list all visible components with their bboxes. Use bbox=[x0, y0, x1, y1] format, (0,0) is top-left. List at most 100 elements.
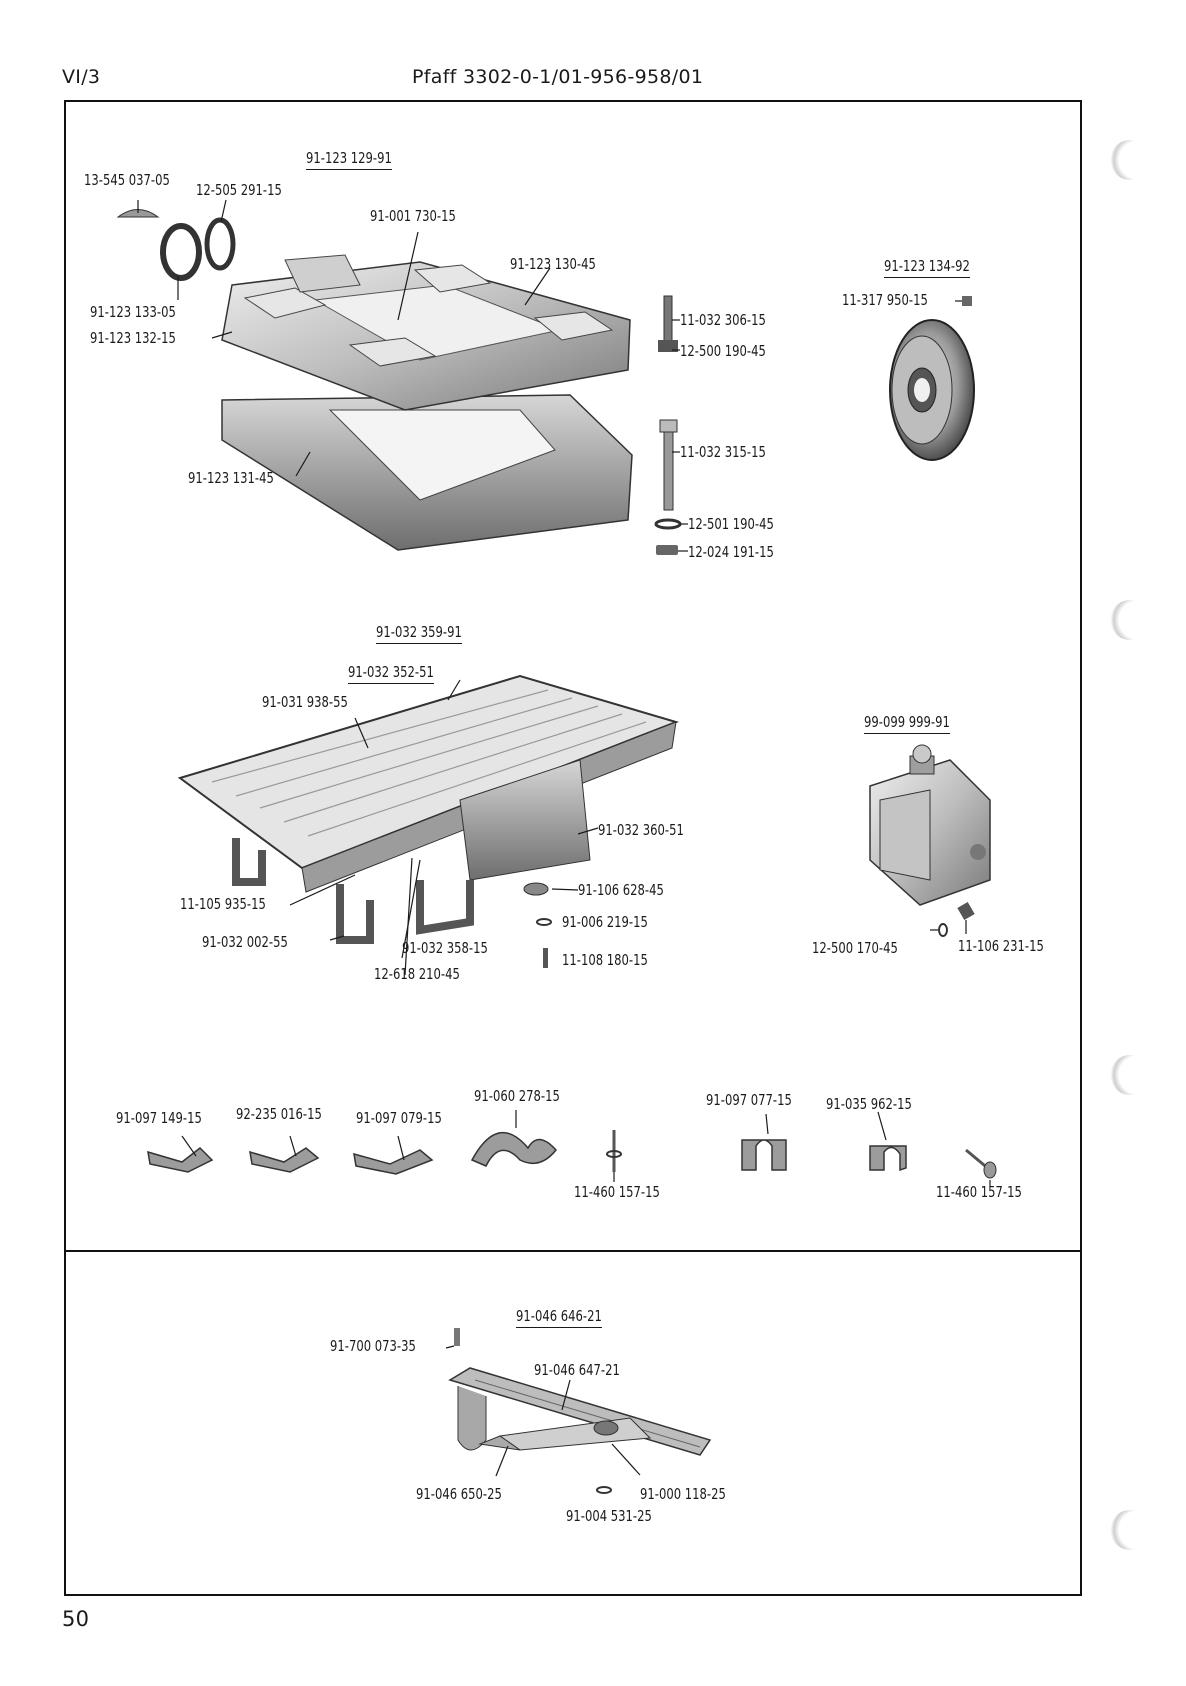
part-label: 11-460 157-15 bbox=[574, 1183, 660, 1201]
clip-part bbox=[249, 1147, 320, 1173]
guide-slider bbox=[498, 1417, 652, 1451]
sub-assembly-number-table: 91-032 352-51 bbox=[348, 664, 434, 684]
set-screw-part bbox=[962, 296, 972, 306]
wood-screw-head bbox=[983, 1161, 997, 1179]
bracket-part bbox=[232, 838, 266, 886]
part-label: 91-123 133-05 bbox=[90, 303, 176, 321]
part-label: 91-097 077-15 bbox=[706, 1091, 792, 1109]
part-label: 12-500 170-45 bbox=[812, 939, 898, 957]
pulley-illustration bbox=[889, 296, 975, 461]
long-bolt-head bbox=[659, 419, 678, 433]
leader-lines bbox=[289, 679, 599, 976]
punch-hole bbox=[1110, 140, 1150, 180]
raised-block bbox=[284, 254, 361, 293]
page-number: 50 bbox=[62, 1607, 90, 1631]
guide-washer-part bbox=[596, 1486, 612, 1494]
clip-part bbox=[470, 1131, 557, 1167]
pulley-bore bbox=[914, 378, 930, 402]
hex-bolt-part bbox=[663, 295, 673, 345]
part-label: 91-123 132-15 bbox=[90, 329, 176, 347]
assembly-number-pump: 99-099 999-91 bbox=[864, 714, 950, 734]
clamp-pad bbox=[348, 337, 437, 367]
bracket-part bbox=[336, 884, 374, 944]
part-label: 91-031 938-55 bbox=[262, 693, 348, 711]
base-assembly-illustration bbox=[116, 209, 682, 555]
guide-tip bbox=[478, 1435, 521, 1451]
clamp-pad bbox=[413, 264, 492, 293]
clip-part bbox=[353, 1149, 434, 1175]
wood-screw-head bbox=[606, 1150, 622, 1158]
guide-illustration bbox=[448, 1328, 712, 1494]
part-label: 11-317 950-15 bbox=[842, 291, 928, 309]
part-label: 91-035 962-15 bbox=[826, 1095, 912, 1113]
clips-illustration bbox=[147, 1131, 907, 1175]
hex-nut-part bbox=[656, 545, 678, 555]
part-label: 12-500 190-45 bbox=[680, 342, 766, 360]
bracket-part bbox=[416, 880, 474, 935]
leader-lines bbox=[137, 199, 688, 552]
punch-hole bbox=[1110, 600, 1150, 640]
part-label: 12-024 191-15 bbox=[688, 543, 774, 561]
pump-washer-part bbox=[938, 923, 948, 937]
part-label: 91-700 073-35 bbox=[330, 1337, 416, 1355]
part-label: 91-097 149-15 bbox=[116, 1109, 202, 1127]
part-label: 11-032 306-15 bbox=[680, 311, 766, 329]
part-label: 13-545 037-05 bbox=[84, 171, 170, 189]
hex-bolt-head bbox=[658, 340, 678, 352]
part-label: 12-618 210-45 bbox=[374, 965, 460, 983]
part-label: 91-097 079-15 bbox=[356, 1109, 442, 1127]
wood-screw-illustration bbox=[606, 1130, 997, 1179]
washer-small-part bbox=[536, 918, 552, 926]
clip-part bbox=[869, 1145, 907, 1172]
part-label: 91-032 358-15 bbox=[402, 939, 488, 957]
woodruff-key-part bbox=[116, 209, 160, 218]
guide-screw-part bbox=[454, 1328, 460, 1346]
section-number: VI/3 bbox=[62, 66, 101, 88]
part-label: 91-032 002-55 bbox=[202, 933, 288, 951]
part-label: 91-000 118-25 bbox=[640, 1485, 726, 1503]
guide-knob bbox=[593, 1420, 619, 1436]
lock-washer-part bbox=[654, 518, 682, 530]
pump-mount-plate bbox=[879, 789, 931, 881]
clamp-pad bbox=[243, 287, 327, 319]
table-housing bbox=[459, 759, 591, 881]
clip-part bbox=[147, 1147, 214, 1173]
part-label: 91-123 131-45 bbox=[188, 469, 274, 487]
leader-lines bbox=[445, 1345, 641, 1477]
pump-illustration bbox=[869, 744, 991, 937]
foot-part bbox=[523, 882, 549, 896]
punch-hole bbox=[1110, 1510, 1150, 1550]
part-label: 11-460 157-15 bbox=[936, 1183, 1022, 1201]
part-label: 91-046 650-25 bbox=[416, 1485, 502, 1503]
clip-part bbox=[741, 1139, 787, 1171]
part-label: 91-046 647-21 bbox=[534, 1361, 620, 1379]
page-title: Pfaff 3302-0-1/01-956-958/01 bbox=[412, 66, 704, 88]
part-label: 92-235 016-15 bbox=[236, 1105, 322, 1123]
part-label: 91-032 360-51 bbox=[598, 821, 684, 839]
long-bolt-part bbox=[663, 429, 674, 511]
part-label: 91-060 278-15 bbox=[474, 1087, 560, 1105]
assembly-number-table: 91-032 359-91 bbox=[376, 624, 462, 644]
part-label: 11-106 231-15 bbox=[958, 937, 1044, 955]
punch-hole bbox=[1110, 1055, 1150, 1095]
clamp-pad bbox=[533, 311, 614, 341]
part-label: 91-006 219-15 bbox=[562, 913, 648, 931]
pump-cap-top bbox=[912, 744, 932, 764]
parts-frame bbox=[64, 100, 1082, 1596]
washer-part bbox=[160, 223, 202, 281]
part-label: 91-004 531-25 bbox=[566, 1507, 652, 1525]
lower-frame-opening bbox=[328, 409, 556, 501]
small-screw-part bbox=[543, 948, 548, 968]
table-illustration bbox=[177, 674, 680, 968]
assembly-number-base: 91-123 129-91 bbox=[306, 150, 392, 170]
leader-lines bbox=[181, 1110, 991, 1186]
guide-bracket bbox=[457, 1386, 487, 1451]
assembly-number-pulley: 91-123 134-92 bbox=[884, 258, 970, 278]
part-label: 12-505 291-15 bbox=[196, 181, 282, 199]
part-label: 11-105 935-15 bbox=[180, 895, 266, 913]
part-label: 12-501 190-45 bbox=[688, 515, 774, 533]
part-label: 91-123 130-45 bbox=[510, 255, 596, 273]
assembly-number-guide: 91-046 646-21 bbox=[516, 1308, 602, 1328]
part-label: 11-032 315-15 bbox=[680, 443, 766, 461]
